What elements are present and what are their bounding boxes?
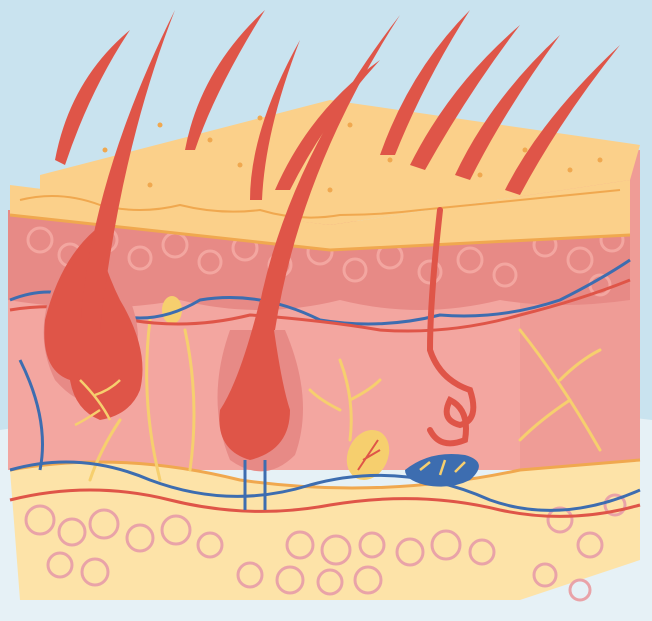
skin-cross-section-diagram xyxy=(0,0,652,621)
